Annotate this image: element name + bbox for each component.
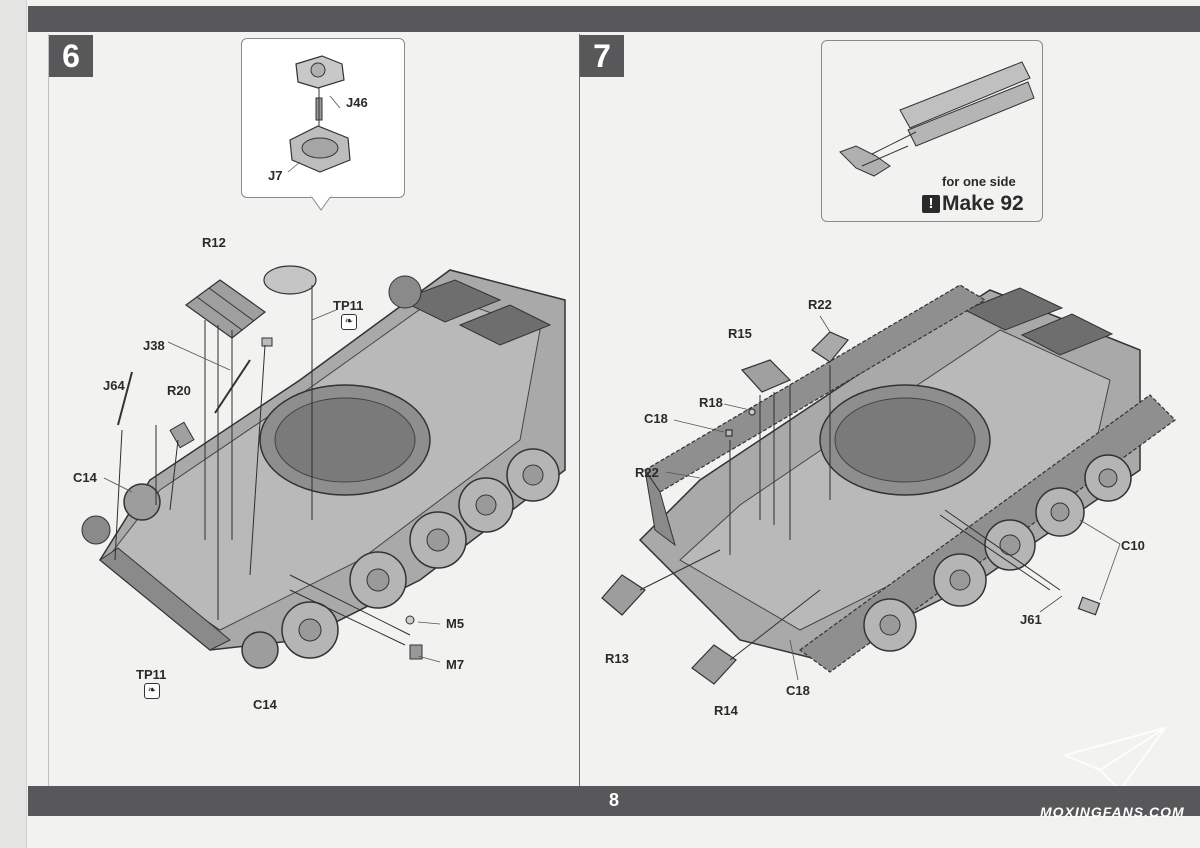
label-m7: M7 xyxy=(446,657,465,672)
label-r14: R14 xyxy=(714,703,738,718)
label-r15: R15 xyxy=(728,326,752,341)
label-r22-top: R22 xyxy=(808,297,832,312)
step-7-detail-callout xyxy=(821,40,1043,222)
label-j38: J38 xyxy=(143,338,165,353)
label-r12: R12 xyxy=(202,235,226,250)
part-r12-drawing xyxy=(184,279,267,339)
label-c14-bottom: C14 xyxy=(253,697,277,712)
watermark-logo xyxy=(1061,726,1168,792)
step-7-parts-drawing xyxy=(601,331,1101,685)
glue-icon: ❧ xyxy=(144,683,160,699)
panel-border xyxy=(48,34,49,786)
label-r20: R20 xyxy=(167,383,191,398)
callout-note: for one side xyxy=(942,174,1016,189)
step-6-leader-lines xyxy=(103,95,441,663)
step-6-assembly-lines xyxy=(114,285,411,646)
step-7-badge: 7 xyxy=(580,35,624,77)
top-header-bar xyxy=(28,6,1200,32)
step-6-badge: 6 xyxy=(49,35,93,77)
label-tp11-bottom: TP11 xyxy=(136,667,167,682)
bottom-footer-bar: 8 xyxy=(28,786,1200,816)
label-c10: C10 xyxy=(1121,538,1145,553)
label-r13: R13 xyxy=(605,651,629,666)
step-6-road-wheels xyxy=(123,448,560,669)
step-6-hull-drawing xyxy=(81,269,566,651)
step-7-hull-drawing xyxy=(638,287,1141,661)
make-quantity: ! Make 92 xyxy=(922,192,1024,216)
watermark-text: MOXINGFANS.COM xyxy=(1040,804,1185,820)
glue-icon: ❧ xyxy=(341,314,357,330)
label-r18: R18 xyxy=(699,395,723,410)
label-c14-left: C14 xyxy=(73,470,97,485)
step-7-leader-lines xyxy=(665,315,1121,681)
step-7-road-wheels xyxy=(863,454,1132,652)
part-cap-drawing xyxy=(263,265,317,295)
part-j7-drawing xyxy=(289,125,351,173)
page-binding xyxy=(0,0,27,848)
part-j46-drawing xyxy=(295,55,345,89)
label-j64: J64 xyxy=(103,378,125,393)
track-links-drawing xyxy=(839,61,1035,177)
label-tp11-top: TP11 xyxy=(333,298,364,313)
label-m5: M5 xyxy=(446,616,465,631)
make-quantity-text: Make 92 xyxy=(942,192,1024,215)
page-number: 8 xyxy=(608,790,619,810)
step-7-assembly-lines xyxy=(639,365,1061,661)
label-j46: J46 xyxy=(346,95,368,110)
label-r22-left: R22 xyxy=(635,465,659,480)
warning-icon: ! xyxy=(922,195,940,213)
label-j7: J7 xyxy=(268,168,283,183)
label-c18-top: C18 xyxy=(644,411,668,426)
callout-pointer xyxy=(310,195,332,211)
label-c18-bottom: C18 xyxy=(786,683,810,698)
label-j61: J61 xyxy=(1020,612,1042,627)
step-divider xyxy=(579,34,580,786)
